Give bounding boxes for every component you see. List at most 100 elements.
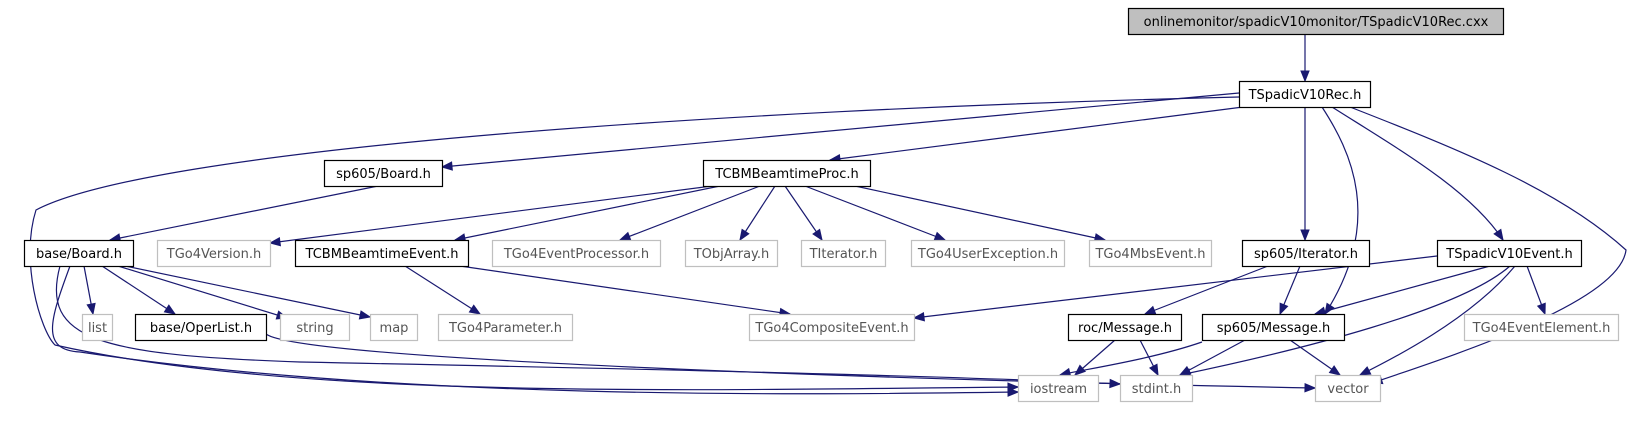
node-box xyxy=(1314,374,1382,403)
node-label: vector xyxy=(1327,382,1369,397)
node-box xyxy=(1201,313,1346,342)
node-root[interactable]: onlinemonitor/spadicV10monitor/TSpadicV1… xyxy=(1127,7,1505,36)
arrowhead xyxy=(912,312,925,322)
node-label: TSpadicV10Event.h xyxy=(1445,247,1572,262)
node-titerator[interactable]: TIterator.h xyxy=(800,239,887,268)
node-iostream[interactable]: iostream xyxy=(1017,374,1100,403)
node-tgo4param[interactable]: TGo4Parameter.h xyxy=(437,313,574,342)
node-sp605_msg[interactable]: sp605/Message.h xyxy=(1201,313,1346,342)
node-box xyxy=(910,239,1066,268)
edge-base_board-to-map xyxy=(124,265,371,318)
node-box xyxy=(1238,80,1372,109)
node-tgo4mbs[interactable]: TGo4MbsEvent.h xyxy=(1088,239,1213,268)
edge-tcbm_proc-to-tgo4mbs xyxy=(854,185,1106,241)
node-box xyxy=(800,239,887,268)
edge-tcbm_proc-to-tgo4version xyxy=(269,185,713,244)
node-map[interactable]: map xyxy=(369,313,419,342)
node-label: roc/Message.h xyxy=(1078,321,1172,336)
node-box xyxy=(1088,239,1213,268)
node-tcbm_proc[interactable]: TCBMBeamtimeProc.h xyxy=(702,159,872,188)
node-tgo4userexc[interactable]: TGo4UserException.h xyxy=(910,239,1066,268)
edge-tcbm_proc-to-tcbm_event xyxy=(454,185,721,241)
node-label: base/Board.h xyxy=(36,247,122,262)
edge-sp605_iter-to-roc_msg xyxy=(1144,265,1269,315)
arrowhead xyxy=(1358,366,1372,376)
edge-tspadic_event-to-stdint xyxy=(1179,265,1511,376)
node-label: onlinemonitor/spadicV10monitor/TSpadicV1… xyxy=(1144,15,1489,30)
edge-sp605_msg-to-stdint xyxy=(1179,339,1246,376)
arrowhead xyxy=(618,231,632,241)
node-sp605_iter[interactable]: sp605/Iterator.h xyxy=(1241,239,1371,268)
edge-tcbm_proc-to-tgo4userexc xyxy=(804,185,946,241)
node-label: TIterator.h xyxy=(809,247,878,262)
arrowhead xyxy=(1178,365,1192,376)
node-label: TGo4CompositeEvent.h xyxy=(754,321,908,336)
node-box xyxy=(134,313,268,342)
node-tobjarray[interactable]: TObjArray.h xyxy=(684,239,779,268)
node-label: iostream xyxy=(1030,382,1087,397)
edge-tcbm_proc-to-titerator xyxy=(784,185,823,241)
arrowhead xyxy=(268,236,282,247)
node-tgo4comp[interactable]: TGo4CompositeEvent.h xyxy=(748,313,916,342)
arrowhead xyxy=(468,304,482,315)
node-rec_h[interactable]: TSpadicV10Rec.h xyxy=(1238,80,1372,109)
node-label: list xyxy=(88,321,107,336)
edge-rec_h-to-sp605_board xyxy=(441,92,1240,168)
node-label: sp605/Message.h xyxy=(1217,321,1331,336)
edge-base_board-to-operlist xyxy=(101,265,176,315)
node-sp605_board[interactable]: sp605/Board.h xyxy=(323,159,444,188)
arrowhead xyxy=(1324,302,1335,316)
arrowhead xyxy=(86,302,96,316)
edge-base_board-to-stdint xyxy=(55,265,1121,385)
edge-tspadic_event-to-sp605_msg xyxy=(1314,265,1491,315)
node-stdint[interactable]: stdint.h xyxy=(1119,374,1194,403)
node-box xyxy=(323,159,444,188)
node-label: string xyxy=(296,321,333,336)
node-tspadic_event[interactable]: TSpadicV10Event.h xyxy=(1436,239,1583,268)
node-base_board[interactable]: base/Board.h xyxy=(23,239,135,268)
node-roc_msg[interactable]: roc/Message.h xyxy=(1067,313,1183,342)
edge-base_board-to-iostream xyxy=(51,265,1019,395)
node-label: TObjArray.h xyxy=(693,247,770,262)
node-label: TGo4Parameter.h xyxy=(448,321,562,336)
arrowhead xyxy=(812,228,823,242)
arrowhead xyxy=(739,228,750,242)
arrowhead xyxy=(1536,302,1546,316)
node-box xyxy=(1067,313,1183,342)
edge-sp605_msg-to-iostream xyxy=(1059,341,1203,376)
node-label: TGo4EventElement.h xyxy=(1472,321,1611,336)
arrowhead xyxy=(1148,363,1159,377)
node-tgo4evel[interactable]: TGo4EventElement.h xyxy=(1463,313,1620,342)
node-box xyxy=(81,313,114,342)
node-label: sp605/Iterator.h xyxy=(1254,247,1358,262)
node-list[interactable]: list xyxy=(81,313,114,342)
node-vector[interactable]: vector xyxy=(1314,374,1382,403)
arrowhead xyxy=(1328,365,1342,376)
edge-sp605_board-to-base_board xyxy=(109,185,379,241)
node-box xyxy=(1017,374,1100,403)
edge-rec_h-to-sp605_msg xyxy=(1321,106,1359,315)
node-box xyxy=(437,313,574,342)
node-label: TGo4MbsEvent.h xyxy=(1094,247,1205,262)
edge-rec_h-to-vector xyxy=(1349,106,1627,384)
edge-tcbm_proc-to-tobjarray xyxy=(739,185,776,241)
node-box xyxy=(748,313,916,342)
node-tgo4evproc[interactable]: TGo4EventProcessor.h xyxy=(491,239,662,268)
arrowhead xyxy=(1073,364,1087,376)
arrowhead xyxy=(358,310,372,320)
node-label: stdint.h xyxy=(1132,382,1181,397)
edge-tspadic_event-to-vector xyxy=(1359,265,1516,376)
node-tcbm_event[interactable]: TCBMBeamtimeEvent.h xyxy=(294,239,470,268)
node-box xyxy=(23,239,135,268)
node-label: TCBMBeamtimeProc.h xyxy=(714,167,858,182)
node-box xyxy=(1119,374,1194,403)
arrowhead xyxy=(440,161,453,171)
node-operlist[interactable]: base/OperList.h xyxy=(134,313,268,342)
node-string[interactable]: string xyxy=(279,313,351,342)
edge-tcbm_event-to-tgo4param xyxy=(404,265,481,315)
node-tgo4version[interactable]: TGo4Version.h xyxy=(156,239,272,268)
node-box xyxy=(1436,239,1583,268)
node-box xyxy=(491,239,662,268)
edge-rec_h-to-tcbm_proc xyxy=(829,106,1244,161)
edge-rec_h-to-tspadic_event xyxy=(1331,106,1504,241)
